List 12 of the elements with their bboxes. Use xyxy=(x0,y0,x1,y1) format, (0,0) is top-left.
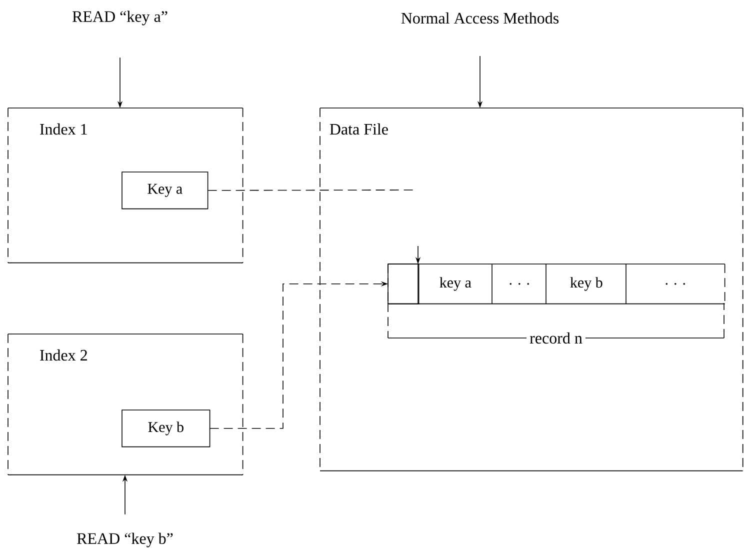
connector-line xyxy=(207,190,416,191)
caption-text: Normal Access Methods xyxy=(401,12,559,24)
record-field: . . . xyxy=(492,264,530,304)
record-field: key a xyxy=(418,264,472,304)
caption-text: READ “key b” xyxy=(77,532,173,548)
record-field: key b xyxy=(546,264,602,304)
record-field xyxy=(388,264,420,304)
key-box: Key a xyxy=(122,172,208,210)
caption-text: READ “key a” xyxy=(72,10,168,26)
bracket-label: record n xyxy=(526,329,586,347)
record-field: . . . xyxy=(626,264,686,304)
key-box: Key b xyxy=(122,410,210,448)
